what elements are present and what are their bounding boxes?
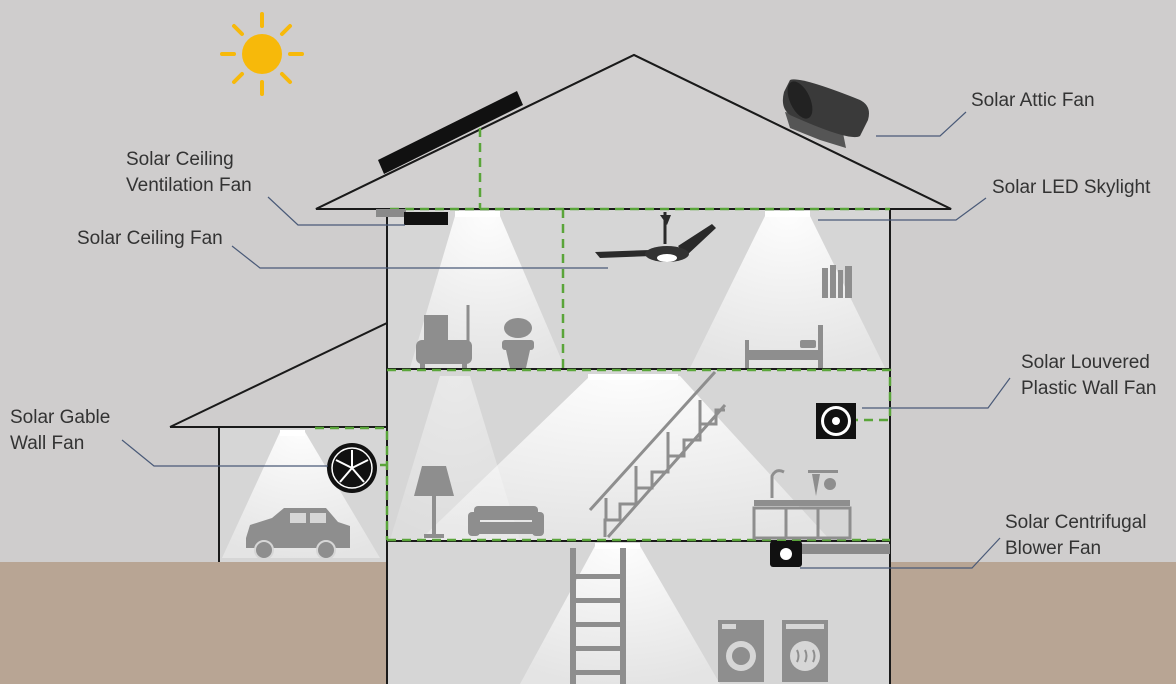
toilet-icon — [502, 318, 534, 368]
washing-machine-icon — [718, 620, 764, 682]
light-panels — [280, 211, 810, 549]
ladder-icon — [570, 548, 626, 684]
books-icon — [822, 265, 852, 298]
lamp-icon — [414, 466, 454, 538]
label-solar-gable-wall-fan: Solar Gable Wall Fan — [10, 407, 111, 454]
staircase-icon — [588, 370, 727, 538]
solar-panel-icon — [378, 91, 523, 174]
sun-icon — [220, 12, 304, 96]
leader-lines — [121, 111, 1011, 569]
gable-fan-icon — [327, 443, 377, 493]
ceiling-fan-icon — [595, 212, 716, 262]
label-solar-attic-fan: Solar Attic Fan — [971, 90, 1095, 111]
label-solar-ceiling-fan: Solar Ceiling Fan — [77, 228, 223, 249]
label-solar-louvered-plastic-wall-fan: Solar Louvered Plastic Wall Fan — [1021, 352, 1157, 399]
ceiling-ventilation-fan-icon — [376, 209, 448, 225]
sink-icon — [752, 469, 852, 540]
louvered-fan-icon — [816, 403, 856, 439]
bathtub-icon — [416, 305, 472, 368]
label-solar-ceiling-ventilation-fan: Solar Ceiling Ventilation Fan — [126, 149, 252, 196]
ventilation-routes — [315, 128, 892, 542]
attic-fan-icon — [782, 79, 869, 148]
sofa-icon — [468, 506, 544, 536]
car-icon — [246, 508, 350, 560]
bed-icon — [745, 325, 823, 368]
label-solar-led-skylight: Solar LED Skylight — [992, 177, 1151, 198]
label-solar-centrifugal-blower-fan: Solar Centrifugal Blower Fan — [1005, 512, 1147, 559]
blower-fan-icon — [770, 541, 890, 567]
dryer-icon — [782, 620, 828, 682]
